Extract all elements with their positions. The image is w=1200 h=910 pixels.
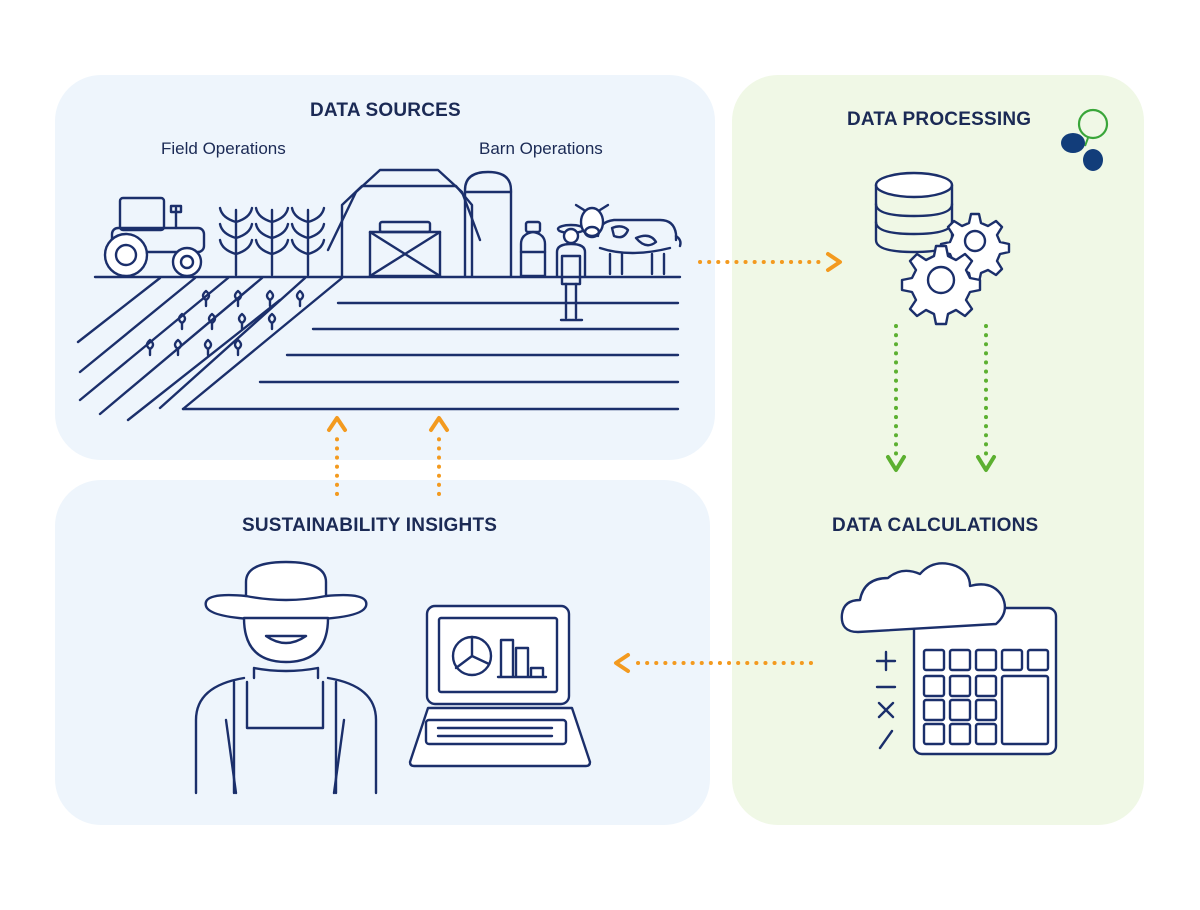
- cow-icon: [574, 203, 682, 276]
- arrow-processing-to-calculations-1: [886, 324, 906, 472]
- barn-icon: [326, 168, 482, 278]
- brand-logo-icon: [1061, 108, 1109, 171]
- farmer-icon: [194, 560, 378, 795]
- arrow-sources-to-processing: [698, 252, 842, 272]
- arrow-calculations-to-insights: [614, 653, 813, 673]
- field-operations-label: Field Operations: [161, 139, 286, 158]
- arrow-insights-to-sources-2: [429, 416, 449, 496]
- gear-icon: [900, 244, 982, 326]
- calculator-keys: [922, 648, 1050, 746]
- database-gears-icon: [874, 171, 1011, 326]
- calculator-cloud-icon: [840, 562, 1058, 756]
- crop-plants-icon: [218, 206, 326, 277]
- barn-operations-label: Barn Operations: [479, 139, 603, 158]
- milk-can-icon: [519, 220, 547, 278]
- seedlings-illustration: [145, 289, 305, 357]
- arrow-processing-to-calculations-2: [976, 324, 996, 472]
- data-calculations-title: DATA CALCULATIONS: [832, 515, 1039, 536]
- arrow-insights-to-sources-1: [327, 416, 347, 496]
- laptop-chart-icon: [408, 604, 592, 768]
- math-symbols: [875, 650, 897, 750]
- farmer-small-icon: [555, 223, 587, 322]
- silo-icon: [463, 170, 513, 278]
- tractor-icon: [103, 196, 206, 278]
- data-processing-title: DATA PROCESSING: [847, 109, 1032, 130]
- data-sources-title: DATA SOURCES: [310, 100, 461, 121]
- sustainability-insights-title: SUSTAINABILITY INSIGHTS: [242, 515, 498, 536]
- field-rows-illustration: [76, 275, 682, 422]
- sustainability-insights-panel: [55, 480, 710, 825]
